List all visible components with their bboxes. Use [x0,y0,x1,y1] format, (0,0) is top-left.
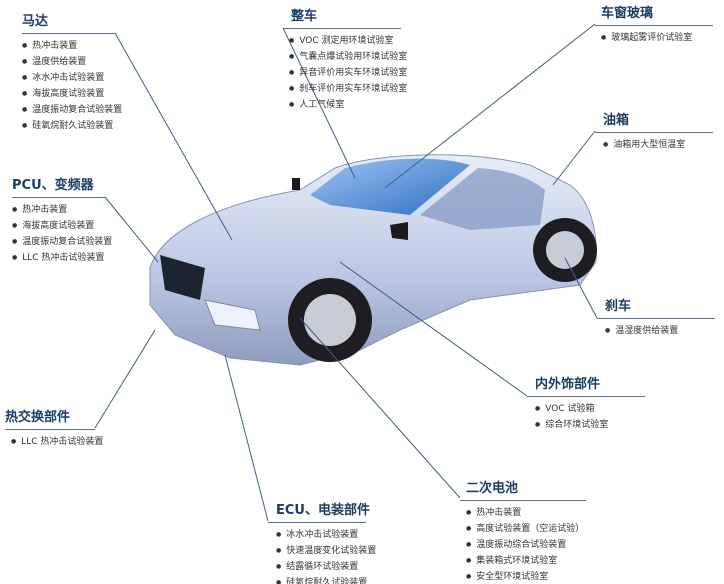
list-item: 集装箱式环境试验室 [466,553,586,569]
group-pcu: PCU、变频器 热冲击装置海拔高度试验装置温度振动复合试验装置LLC 热冲击试验… [12,178,112,266]
list-item: 安全型环境试验室 [466,569,586,584]
list-item: 热冲击装置 [466,505,586,521]
list-item: 快速温度变化试验装置 [276,543,376,559]
list-item: 刹车评价用实车环境试验室 [289,81,407,97]
group-ecu: ECU、电装部件 冰水冲击试验装置快速温度变化试验装置结露循环试验装置硅氧烷耐久… [268,503,376,584]
mirror [292,178,300,190]
list-item: 温度振动复合试验装置 [12,234,112,250]
list-item: LLC 热冲击试验装置 [11,434,103,450]
group-brake: 刹车 温湿度供给装置 [597,299,715,339]
list-item: 温度振动复合试验装置 [22,102,122,118]
group-title: 整车 [291,9,318,24]
divider [268,522,366,523]
divider [460,500,586,501]
group-title: 马达 [22,14,49,29]
list-item: 冰水冲击试验装置 [22,70,116,86]
group-title: 内外饰部件 [535,377,601,392]
list-item: 结露循环试验装置 [276,559,366,575]
group-title: 二次电池 [466,481,519,496]
list-item: 硅氧烷耐久试验装置 [22,118,116,134]
group-title: PCU、变频器 [12,178,94,193]
list-item: 温度供给装置 [22,54,116,70]
group-title: 油箱 [603,113,630,128]
group-title: 热交换部件 [5,410,71,425]
divider [5,429,95,430]
divider [22,33,116,34]
group-tank: 油箱 油箱用大型恒温室 [595,113,713,153]
group-vehicle: 整车 VOC 测定用环境试验室气囊点爆试验用环境试验室异音评价用实车环境试验室刹… [283,9,407,113]
divider [12,197,105,198]
group-title: 车窗玻璃 [601,6,654,21]
list-item: 海拔高度试验装置 [12,218,105,234]
divider [595,132,713,133]
list-item: 海拔高度试验装置 [22,86,116,102]
divider [597,318,715,319]
list-item: 温度振动综合试验装置 [466,537,586,553]
list-item: 异音评价用实车环境试验室 [289,65,407,81]
car-body [149,154,597,366]
list-item: 高度试验装置（空运试验） [466,521,586,537]
grille [160,255,205,300]
list-item: 综合环境试验室 [535,417,645,433]
group-glass: 车窗玻璃 玻璃起雾评价试验室 [595,6,713,46]
group-motor: 马达 热冲击装置温度供给装置冰水冲击试验装置海拔高度试验装置温度振动复合试验装置… [22,14,122,134]
group-title: ECU、电装部件 [276,503,370,518]
list-item: 冰水冲击试验装置 [276,527,366,543]
group-interior: 内外饰部件 VOC 试验箱综合环境试验室 [527,377,645,433]
group-title: 刹车 [605,299,632,314]
list-item: VOC 试验箱 [535,401,645,417]
list-item: 玻璃起雾评价试验室 [601,30,713,46]
list-item: 人工气候室 [289,97,401,113]
group-battery: 二次电池 热冲击装置高度试验装置（空运试验）温度振动综合试验装置集装箱式环境试验… [460,481,586,584]
divider [283,28,401,29]
list-item: VOC 测定用环境试验室 [289,33,401,49]
list-item: 气囊点爆试验用环境试验室 [289,49,407,65]
divider [595,25,713,26]
divider [527,396,645,397]
list-item: 热冲击装置 [22,38,116,54]
list-item: 热冲击装置 [12,202,105,218]
headlight [204,299,261,331]
windshield [310,158,470,215]
list-item: 温湿度供给装置 [605,323,715,339]
list-item: 硅氧烷耐久试验装置 [276,575,367,584]
group-heat-exchanger: 热交换部件 LLC 热冲击试验装置 [5,410,103,450]
list-item: 油箱用大型恒温室 [603,137,713,153]
side-window [420,168,545,230]
list-item: LLC 热冲击试验装置 [12,250,105,266]
